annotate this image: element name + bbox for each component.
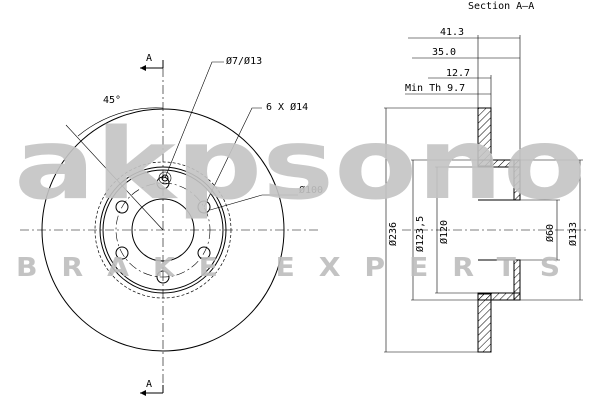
friction-ring-lower	[477, 293, 492, 353]
hat-circle-outer	[99, 166, 227, 294]
bolt-hole	[156, 176, 170, 190]
pin-hole-label: Ø7/Ø13	[226, 55, 262, 67]
section-marker-bottom: A	[140, 379, 164, 396]
dim-min-thickness: Min Th 9.7	[405, 83, 465, 94]
dia-outer: Ø236	[387, 222, 399, 246]
bolt-hole	[115, 246, 129, 260]
pcd-leader	[209, 194, 298, 211]
center-bore-circle	[131, 198, 195, 262]
pitch-circle	[115, 182, 211, 278]
dim-thickness: 12.7	[446, 68, 470, 79]
pin-hole-leader	[164, 61, 224, 179]
bolt-holes-leader	[203, 107, 262, 208]
bolt-holes	[115, 176, 211, 284]
section-view: Section A—A 41.3 35.0 12.7 Min Th 9.7 Ø2…	[384, 1, 588, 353]
dia-center-bore: Ø60	[544, 224, 556, 242]
bolt-hole	[197, 200, 211, 214]
hat-circle-inner	[102, 169, 224, 291]
dia-hat-top: Ø133	[567, 222, 579, 246]
dia-hat-outer: Ø123,5	[414, 216, 426, 252]
pcd-label: Ø100	[299, 184, 323, 196]
bolt-hole	[115, 200, 129, 214]
dim-hat-height: 35.0	[432, 47, 456, 58]
front-view: 45° Ø7/Ø13 6 X Ø14 Ø100 A A	[20, 53, 323, 396]
disc-outer-circle	[41, 108, 285, 352]
cut-marker-bottom: A	[146, 379, 152, 390]
bolt-holes-label: 6 X Ø14	[266, 101, 308, 113]
dia-hat-inner: Ø120	[438, 220, 450, 244]
dim-overall-width: 41.3	[440, 27, 464, 38]
cut-marker-top: A	[146, 53, 152, 64]
watermark: akpsono BRAKE EXPERTS	[14, 108, 586, 283]
bolt-hole	[156, 270, 170, 284]
watermark-brand: akpsono	[14, 108, 586, 222]
angle-arc	[77, 107, 164, 137]
pin-hole	[161, 174, 169, 182]
angle-label: 45°	[103, 95, 121, 106]
section-title: Section A—A	[468, 1, 534, 12]
hat-outer-hidden-circle	[94, 161, 232, 299]
bolt-hole	[197, 246, 211, 260]
angle-ray-45	[65, 124, 164, 231]
watermark-tagline: BRAKE EXPERTS	[16, 253, 584, 283]
pin-hole-counterbore	[158, 171, 172, 185]
section-marker-top: A	[140, 53, 164, 71]
